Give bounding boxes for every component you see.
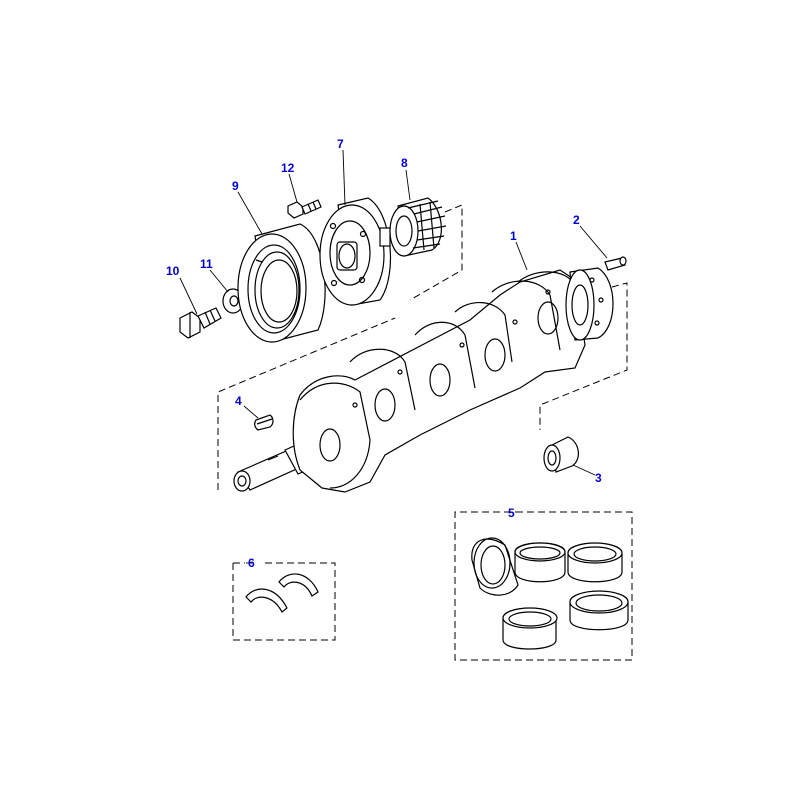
group-outline-pulley — [409, 204, 463, 301]
callout-4: 4 — [235, 394, 242, 408]
spigot-bearing — [543, 436, 579, 473]
thrust-washers — [245, 573, 319, 613]
callout-6: 6 — [248, 556, 255, 570]
group-outline-main-bearings — [454, 511, 633, 661]
callout-3: 3 — [595, 471, 602, 485]
crankshaft-pulley-bolt — [179, 307, 222, 339]
callout-labels: 1 2 3 4 5 6 7 8 9 10 11 12 — [166, 137, 602, 570]
main-bearing-shells — [471, 537, 629, 650]
callout-8: 8 — [401, 156, 408, 170]
callout-11: 11 — [200, 257, 213, 271]
callout-1: 1 — [510, 229, 517, 243]
callout-2: 2 — [573, 213, 580, 227]
woodruff-key — [254, 414, 274, 431]
crankshaft — [233, 267, 614, 493]
callout-9: 9 — [232, 179, 239, 193]
group-outline-crankshaft — [217, 282, 628, 490]
torsional-damper — [319, 197, 392, 306]
callout-5: 5 — [508, 506, 515, 520]
crankshaft-timing-gear — [389, 197, 447, 257]
callout-7: 7 — [337, 137, 344, 151]
group-outline-thrust-washers — [232, 562, 336, 641]
callout-10: 10 — [166, 264, 180, 278]
leader-lines — [179, 149, 608, 564]
callout-12: 12 — [281, 161, 295, 175]
crankshaft-pulley — [237, 223, 326, 343]
damper-bolt — [287, 199, 322, 219]
flywheel-dowel — [604, 256, 627, 271]
